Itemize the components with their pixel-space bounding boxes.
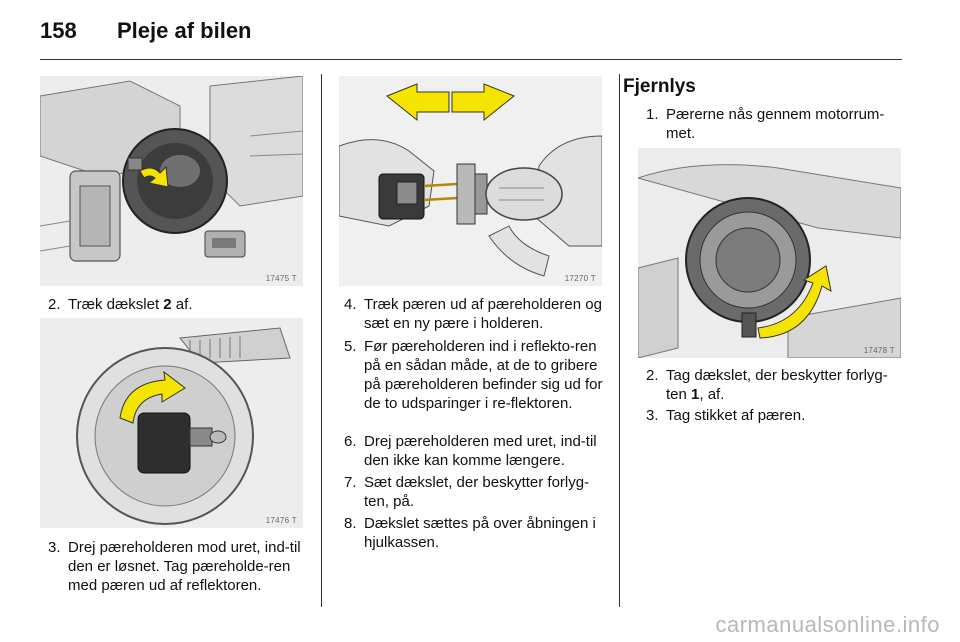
bulb-replace-illustration — [339, 76, 602, 286]
step-2-col1: 2. Træk dækslet 2 af. — [48, 295, 310, 314]
step-text: Tag dækslet, der beskytter forlyg-ten — [666, 367, 888, 403]
step-text: Tag stikket af pæren. — [666, 407, 806, 424]
step-7: 7. Sæt dækslet, der beskytter forlyg-ten… — [344, 473, 606, 511]
figure-code: 17475 T — [265, 274, 297, 283]
step-text: Sæt dækslet, der beskytter forlyg-ten, p… — [364, 474, 590, 510]
figure-code: 17270 T — [564, 274, 596, 283]
step-number: 2. — [646, 367, 659, 384]
headlamp-cover-illustration — [40, 76, 303, 286]
column-divider-1 — [321, 74, 322, 607]
figure-bulb-holder-rotate: 17476 T — [40, 318, 303, 528]
step-number: 3. — [646, 407, 659, 424]
column-divider-2 — [619, 74, 620, 607]
step-3-col1: 3. Drej pæreholderen mod uret, ind-til d… — [48, 538, 310, 595]
page-number: 158 — [40, 18, 77, 43]
step-text-end: af. — [171, 296, 193, 313]
step-1-col3: 1. Pærerne nås gennem motorrum-met. — [646, 105, 904, 143]
watermark: carmanualsonline.info — [715, 612, 940, 637]
step-number: 4. — [344, 296, 357, 313]
step-number: 1. — [646, 106, 659, 123]
step-text: Drej pæreholderen med uret, ind-til den … — [364, 433, 597, 469]
step-text: Dækslet sættes på over åbningen i hjulka… — [364, 515, 596, 551]
step-3-col3: 3. Tag stikket af pæren. — [646, 406, 904, 425]
figure-code: 17476 T — [265, 516, 297, 525]
figure-code: 17478 T — [863, 346, 895, 355]
step-5: 5. Før pæreholderen ind i reflekto-ren p… — [344, 337, 606, 413]
highbeam-cover-illustration — [638, 148, 901, 358]
step-number: 5. — [344, 338, 357, 355]
step-number: 7. — [344, 474, 357, 491]
step-text: Drej pæreholderen mod uret, ind-til den … — [68, 539, 301, 594]
figure-highbeam-cover: 17478 T — [638, 148, 901, 358]
step-text: Træk dækslet — [68, 296, 164, 313]
step-text: Pærerne nås gennem motorrum-met. — [666, 106, 885, 142]
step-part-number: 2 — [163, 296, 172, 313]
step-number: 8. — [344, 515, 357, 532]
step-4: 4. Træk pæren ud af pæreholderen og sæt … — [344, 295, 606, 333]
step-2-col3: 2. Tag dækslet, der beskytter forlyg-ten… — [646, 366, 904, 404]
step-text: Før pæreholderen ind i reflekto-ren på e… — [364, 338, 603, 412]
step-part-number: 1 — [691, 386, 700, 403]
bulb-holder-rotate-illustration — [40, 318, 303, 528]
figure-bulb-replace: 17270 T — [339, 76, 602, 286]
step-text-end: , af. — [699, 386, 725, 403]
step-number: 6. — [344, 433, 357, 450]
figure-headlamp-cover: 17475 T — [40, 76, 303, 286]
section-heading: Fjernlys — [623, 76, 696, 97]
step-number: 3. — [48, 539, 61, 556]
step-number: 2. — [48, 296, 61, 313]
step-8: 8. Dækslet sættes på over åbningen i hju… — [344, 514, 606, 552]
step-text: Træk pæren ud af pæreholderen og sæt en … — [364, 296, 602, 332]
header-divider — [40, 59, 902, 60]
step-6: 6. Drej pæreholderen med uret, ind-til d… — [344, 432, 606, 470]
page-title: Pleje af bilen — [117, 18, 252, 43]
